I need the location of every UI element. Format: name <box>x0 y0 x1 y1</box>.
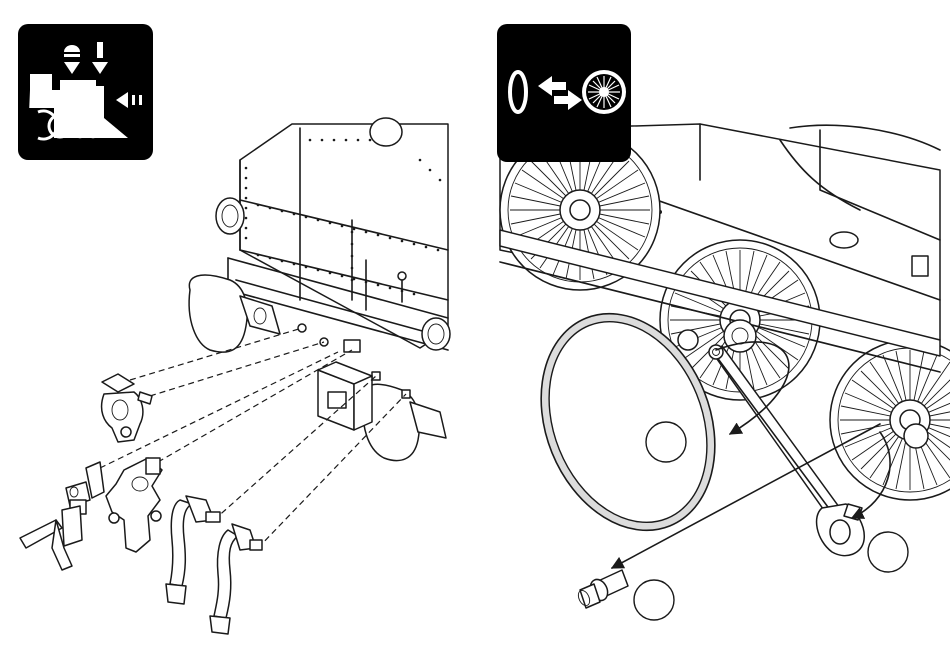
callout-side-rod <box>868 532 908 572</box>
crank-pin-right <box>904 424 928 448</box>
crank-pin-left <box>678 330 698 350</box>
vacuum-pipe <box>106 458 162 552</box>
wheel-hub <box>724 320 756 352</box>
locomotive-coupler-install-icon <box>18 24 153 160</box>
callout-traction-tire <box>646 422 686 462</box>
left-panel <box>18 24 450 634</box>
brake-hose-1 <box>166 496 220 604</box>
screw-link-coupling <box>102 374 152 442</box>
callout-crank-screw <box>634 580 674 620</box>
left-buffer <box>189 275 280 352</box>
right-panel <box>497 24 950 620</box>
brake-hose-2 <box>210 524 262 634</box>
crank-pin-screw <box>576 570 628 608</box>
coupling-hook-lever <box>20 462 104 570</box>
traction-tire-replace-icon <box>497 24 631 162</box>
driving-wheel-3 <box>830 340 950 500</box>
